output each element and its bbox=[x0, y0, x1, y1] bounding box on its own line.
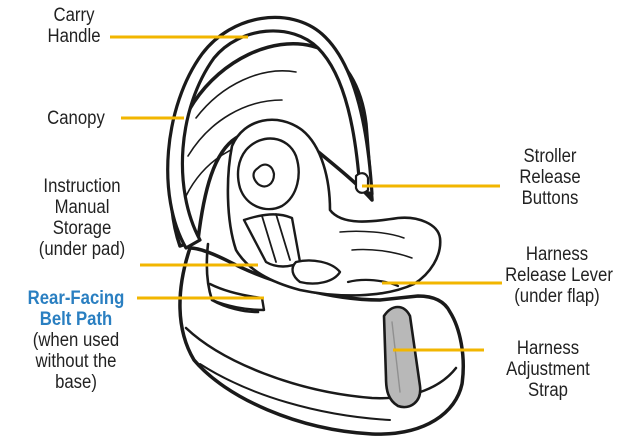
label-stroller-release: Stroller Release Buttons bbox=[506, 146, 594, 209]
label-carry-handle: Carry Handle bbox=[46, 5, 102, 47]
label-belt-path-note: (when used without the base) bbox=[27, 330, 126, 393]
label-harness-release: Harness Release Lever (under flap) bbox=[505, 244, 609, 307]
label-belt-path-title: Rear-Facing Belt Path bbox=[25, 288, 127, 330]
label-harness-adjustment: Harness Adjustment Strap bbox=[499, 338, 598, 401]
label-canopy: Canopy bbox=[39, 108, 113, 129]
head-support bbox=[238, 139, 299, 210]
label-instruction-manual: Instruction Manual Storage (under pad) bbox=[33, 176, 132, 260]
stroller-release-button bbox=[356, 173, 368, 193]
car-seat-illustration bbox=[168, 17, 464, 434]
